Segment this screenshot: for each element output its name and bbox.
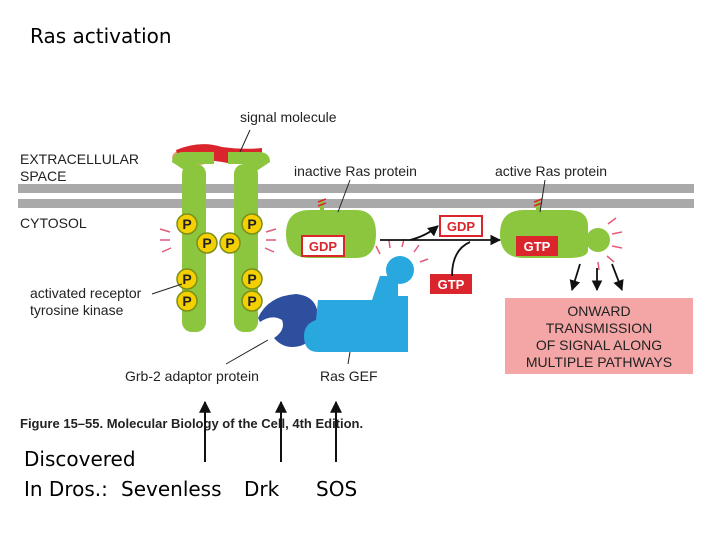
onward-box-line: ONWARD	[567, 303, 630, 319]
leader-line	[239, 129, 251, 153]
sevenless-label: Sevenless	[121, 477, 222, 501]
figure-caption: Figure 15–55. Molecular Biology of the C…	[20, 416, 363, 431]
receptor-tyrosine-kinase	[159, 152, 277, 332]
leader-line	[347, 351, 351, 365]
signal-molecule-label: signal molecule	[240, 109, 337, 125]
onward-box-line: OF SIGNAL ALONG	[536, 337, 662, 353]
active-ras-label: active Ras protein	[495, 163, 607, 179]
svg-text:P: P	[247, 216, 256, 232]
svg-text:P: P	[247, 293, 256, 309]
extracellular-label: EXTRACELLULAR	[20, 151, 139, 167]
inactive-ras-protein	[286, 198, 376, 258]
svg-text:P: P	[182, 293, 191, 309]
sos-label: SOS	[316, 477, 358, 501]
onward-box-line: TRANSMISSION	[546, 320, 653, 336]
gdp-released-label: GDP	[447, 219, 476, 234]
drk-label: Drk	[244, 477, 280, 501]
phosphate: P	[241, 268, 263, 290]
phosphate: P	[176, 213, 198, 235]
phosphate-groups: P P P P P P P P	[176, 213, 263, 312]
gtp-incoming-label: GTP	[438, 277, 465, 292]
gdp-bound-label: GDP	[309, 239, 338, 254]
svg-text:P: P	[202, 235, 211, 251]
discovered-label: Discovered	[24, 447, 136, 471]
gtp-incoming-box	[430, 274, 472, 294]
slide-title: Ras activation	[30, 24, 172, 48]
phosphate: P	[176, 268, 198, 290]
phosphate: P	[219, 232, 241, 254]
inactive-ras-label: inactive Ras protein	[294, 163, 417, 179]
extracellular-label: SPACE	[20, 168, 66, 184]
svg-text:P: P	[225, 235, 234, 251]
leader-line	[539, 179, 546, 213]
plasma-membrane	[18, 184, 694, 208]
in-dros-label: In Dros.:	[24, 477, 108, 501]
svg-text:P: P	[182, 271, 191, 287]
onward-transmission-box	[505, 298, 693, 374]
leader-line	[151, 283, 183, 295]
grb2-label: Grb-2 adaptor protein	[125, 368, 259, 384]
ras-gef-label: Ras GEF	[320, 368, 378, 384]
receptor-label: activated receptor	[30, 285, 142, 301]
cytosol-label: CYTOSOL	[20, 215, 87, 231]
active-ras-protein	[500, 198, 623, 271]
gtp-bound-label: GTP	[524, 239, 551, 254]
grb2-adaptor-protein	[258, 294, 318, 347]
phosphate: P	[241, 213, 263, 235]
svg-text:P: P	[182, 216, 191, 232]
phosphate: P	[196, 232, 218, 254]
ras-gef	[304, 238, 429, 352]
phosphate: P	[241, 290, 263, 312]
receptor-label: tyrosine kinase	[30, 302, 124, 318]
svg-text:P: P	[247, 271, 256, 287]
onward-box-line: MULTIPLE PATHWAYS	[526, 354, 672, 370]
gdp-released-box	[439, 215, 483, 237]
exchange-arrows	[380, 225, 502, 277]
leader-line	[225, 339, 269, 365]
leader-line	[337, 179, 351, 213]
phosphate: P	[176, 290, 198, 312]
downstream-arrows	[569, 263, 624, 292]
gtp-bound-box	[516, 236, 558, 256]
